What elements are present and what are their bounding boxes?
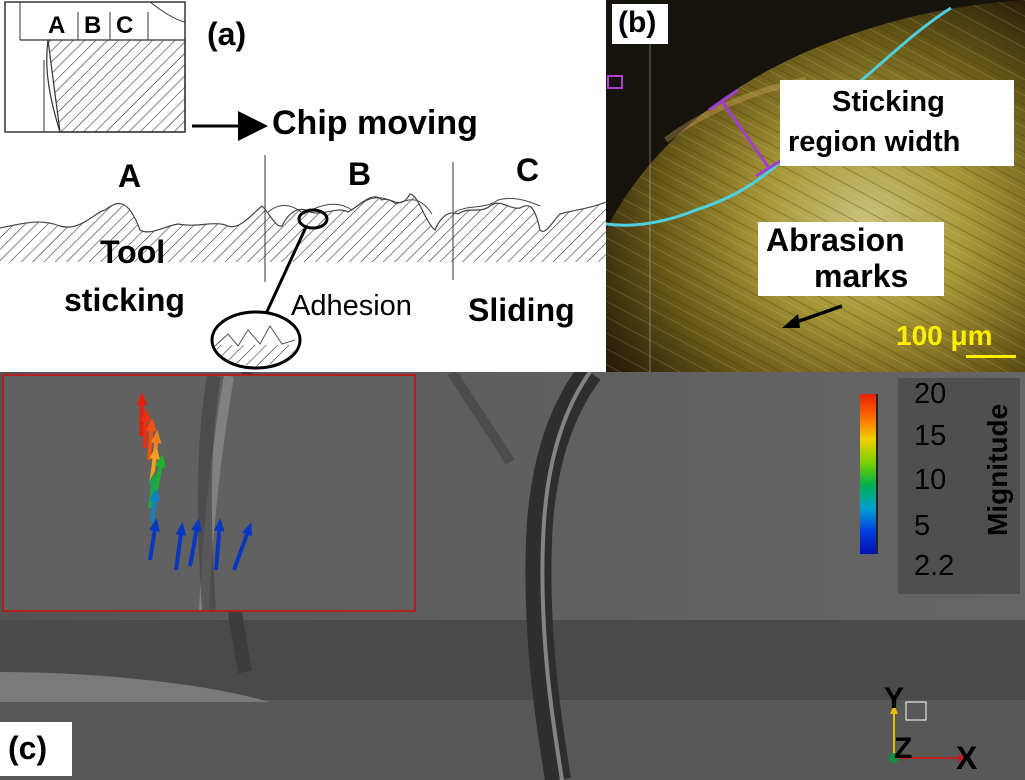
adhesion-label: Adhesion: [291, 290, 412, 322]
sticking-label-line2: region width: [788, 126, 961, 158]
displacement-vector-head: [149, 446, 161, 460]
panel-b-label-text: (b): [618, 6, 657, 39]
micrograph: [606, 0, 1025, 372]
panel-b-label: [612, 4, 668, 44]
sticking-boundary-line: [606, 6, 952, 227]
panel-a-label: (a): [207, 16, 247, 52]
abrasion-label-line2: marks: [814, 258, 909, 294]
colorbar-tick-5: 5: [914, 510, 931, 542]
displacement-vector-head: [241, 522, 252, 537]
panel-a: (a) A B C Chip moving A B C Tool stickin…: [0, 0, 606, 372]
inset-zone-a: A: [48, 12, 66, 39]
displacement-vector-head: [191, 518, 202, 532]
inset-zone-b: B: [84, 12, 102, 39]
axis-y-label: Y: [884, 682, 905, 715]
panel-a-drawing: [0, 1, 606, 370]
vector-inset: [2, 374, 416, 612]
tool-sticking-line1: Tool: [100, 234, 166, 270]
scale-bar-label: 100 μm: [896, 320, 993, 351]
sticking-label-line1: Sticking: [832, 86, 945, 118]
displacement-vector-head: [136, 392, 148, 406]
panel-c: 20 15 10 5 2.2 Mignitude Y Z X (c): [0, 372, 1025, 780]
colorbar-tick-10: 10: [914, 464, 947, 496]
colorbar: [860, 394, 876, 554]
vector-field: [136, 376, 252, 610]
sticking-label-box: [780, 80, 1014, 166]
scale-bar: [966, 355, 1016, 358]
axis-z-label: Z: [894, 732, 913, 765]
colorbar-panel: [898, 378, 1020, 594]
colorbar-ticks: [876, 394, 888, 554]
inset-zone-c: C: [116, 12, 134, 39]
colorbar-tick-15: 15: [914, 420, 947, 452]
displacement-vector-head: [149, 488, 161, 502]
displacement-vector-head: [155, 454, 166, 468]
panel-c-label-box: [0, 722, 72, 776]
displacement-vector-head: [145, 418, 157, 432]
tool-sticking-line2: sticking: [64, 282, 185, 318]
abrasion-label-box: [758, 222, 944, 296]
axis-x-label: X: [956, 740, 978, 776]
colorbar-tick-2-2: 2.2: [914, 550, 955, 582]
displacement-vector-head: [175, 522, 187, 536]
axes-triad: [889, 701, 968, 763]
displacement-vector-head: [140, 408, 152, 422]
displacement-vector-head: [150, 430, 162, 444]
zone-a-title: A: [118, 158, 142, 194]
abrasion-label-line1: Abrasion: [766, 222, 905, 258]
colorbar-tick-20: 20: [914, 378, 947, 410]
colorbar-title: Mignitude: [982, 403, 1013, 536]
zone-b-title: B: [348, 156, 372, 192]
displacement-vector-head: [149, 518, 160, 532]
displacement-vector-head: [147, 472, 159, 486]
sliding-label: Sliding: [468, 292, 575, 328]
zone-c-title: C: [516, 152, 540, 188]
displacement-vector-head: [213, 518, 225, 532]
chip-moving-label: Chip moving: [272, 104, 478, 142]
panel-b: (b) Sticking region width Abrasion marks…: [606, 0, 1025, 372]
panel-c-label: (c): [8, 730, 48, 766]
